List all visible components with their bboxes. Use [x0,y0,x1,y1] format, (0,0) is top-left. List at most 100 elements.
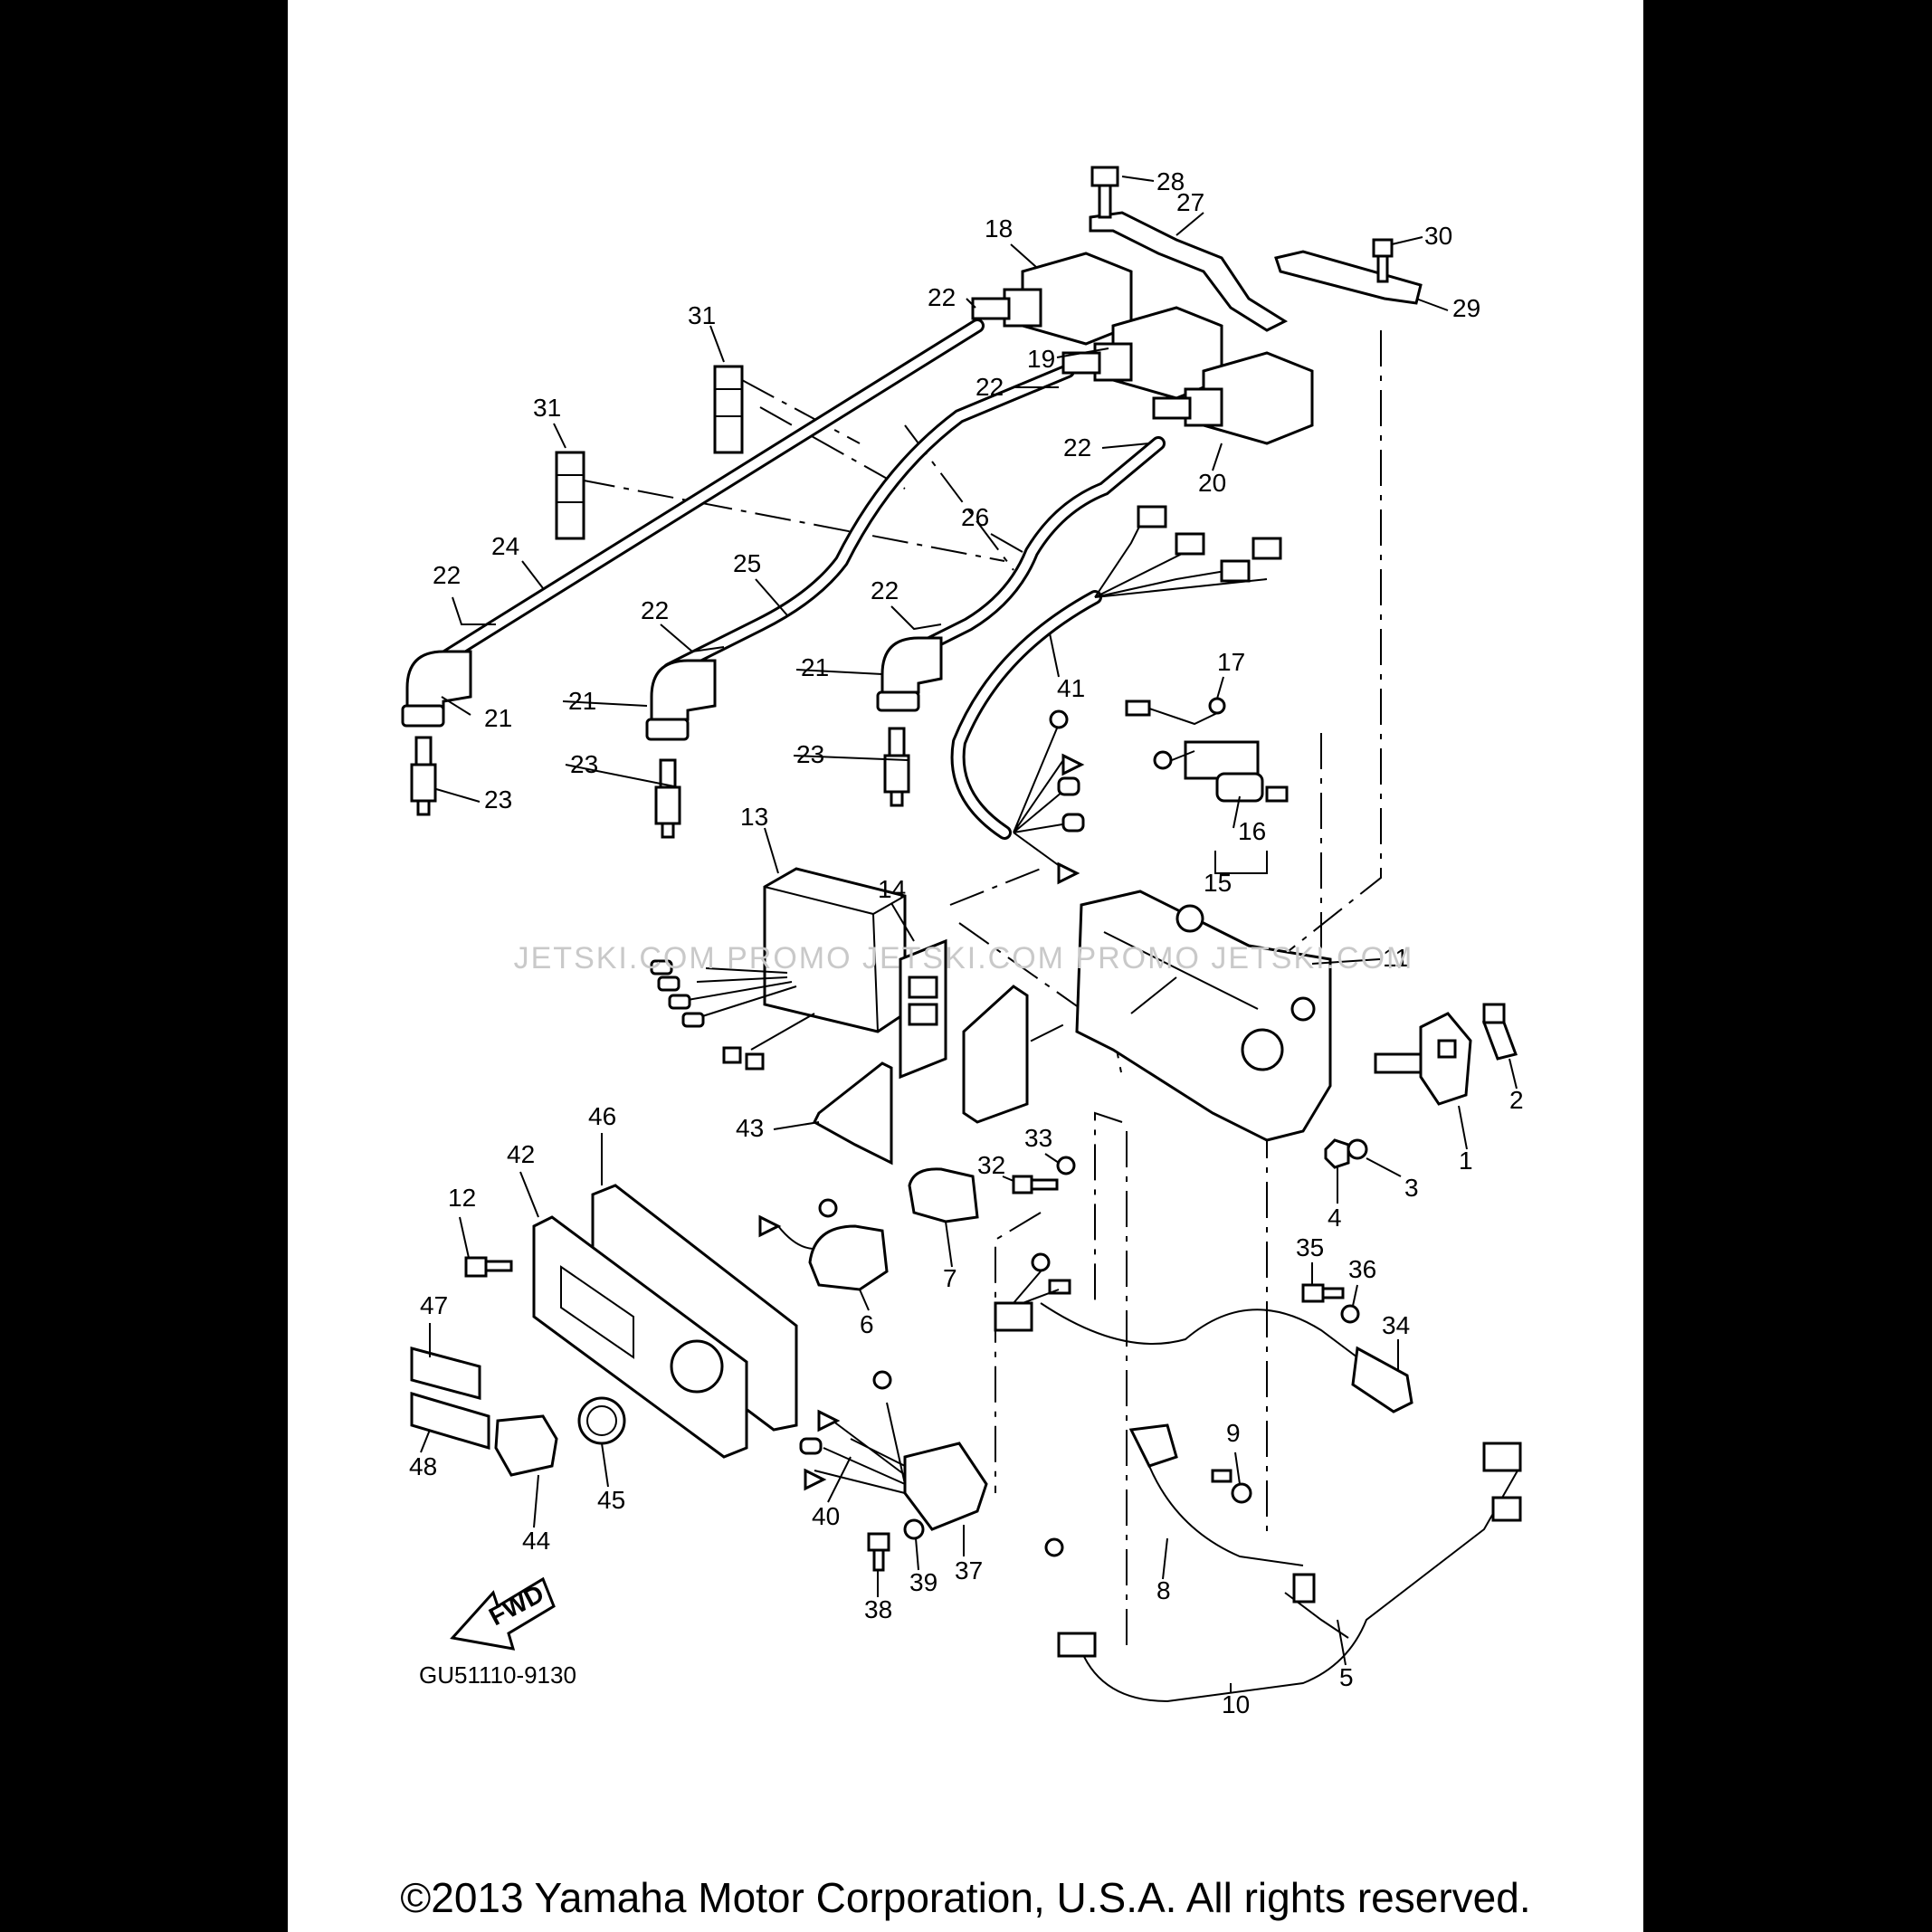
callout-22-a: 22 [928,283,956,311]
lead-8 [1128,1423,1304,1566]
callout-33: 33 [1024,1124,1052,1152]
plug-cable-25 [662,364,1075,677]
washer-3 [1347,1138,1368,1160]
callout-22-d: 22 [433,561,461,589]
electrical-bracket-11 [1075,890,1332,1142]
bolt-28 [1090,166,1119,219]
callout-10: 10 [1222,1690,1250,1718]
callout-34: 34 [1382,1311,1410,1339]
cable-clamp-31-a [713,365,744,454]
callout-31-a: 31 [688,301,716,329]
callout-28: 28 [1156,167,1185,195]
ignition-coil-19 [1061,306,1223,400]
cable-clamp-31-b [555,451,585,540]
callout-19: 19 [1027,345,1055,373]
callout-44: 44 [522,1527,550,1555]
wire-harness-41 [950,505,1282,840]
callout-9: 9 [1226,1419,1241,1447]
callout-32: 32 [977,1151,1005,1179]
callout-43: 43 [736,1114,764,1142]
callout-7: 7 [943,1264,957,1292]
bolt-2 [1481,1003,1518,1061]
regulator-37 [903,1442,988,1531]
spark-plug-23-c [883,727,910,807]
callout-22-f: 22 [871,576,899,604]
callout-12: 12 [448,1184,476,1212]
spark-plug-23-b [654,758,681,839]
rectifier-assy-15 [1125,697,1289,803]
callout-23-c: 23 [796,740,824,768]
callout-21-b: 21 [568,687,596,715]
callout-18: 18 [985,214,1013,243]
callout-29: 29 [1452,294,1480,322]
plug-cap-21-b [645,659,717,741]
nut-4 [1324,1138,1350,1169]
plate-29 [1274,250,1423,305]
ignition-coil-18 [971,252,1133,346]
callout-11: 11 [1383,944,1409,972]
grommet-9 [1211,1469,1252,1504]
callout-37: 37 [955,1556,983,1585]
callout-16: 16 [1238,817,1266,845]
plug-cable-24 [418,319,985,677]
bolt-30 [1372,238,1394,283]
callout-46: 46 [588,1102,616,1130]
lead-wires-40 [799,1370,906,1494]
spark-plug-23-a [410,736,437,816]
bolt-38 [867,1532,890,1572]
plug-cap-21-c [876,636,943,712]
ignition-coil-20 [1152,351,1314,445]
switch-7 [908,1167,979,1223]
callout-6: 6 [860,1310,874,1338]
callout-23-b: 23 [570,750,598,778]
cover-42 [532,1215,748,1459]
callout-22-e: 22 [641,596,669,624]
main-switch-6 [758,1198,889,1291]
callout-30: 30 [1424,222,1452,250]
bolt-12 [464,1256,513,1278]
callout-41: 41 [1057,674,1085,702]
callout-42: 42 [507,1140,535,1168]
callout-35: 35 [1296,1233,1324,1261]
plug-cable-26 [889,436,1166,668]
lead-10 [1044,1442,1522,1703]
harness-terminals [1013,709,1085,885]
callout-21-a: 21 [484,704,512,732]
copyright-notice: ©2013 Yamaha Motor Corporation, U.S.A. A… [400,1874,1531,1921]
washer-39 [903,1518,925,1540]
callout-24: 24 [491,532,519,560]
callout-48: 48 [409,1452,437,1480]
callout-21-c: 21 [801,653,829,681]
callout-45: 45 [597,1486,625,1514]
callout-22-c: 22 [1063,433,1091,462]
callout-47: 47 [420,1291,448,1319]
callout-1: 1 [1459,1147,1473,1175]
callout-39: 39 [909,1568,937,1596]
callout-31-b: 31 [533,394,561,422]
sensor-1 [1374,1012,1472,1106]
callout-13: 13 [740,803,768,831]
callout-17: 17 [1217,648,1245,676]
callout-labels: 1 2 3 4 5 6 7 8 9 10 11 12 13 14 15 16 1… [409,167,1524,1718]
plug-cap-21-a [401,650,472,728]
callout-27: 27 [1176,188,1204,216]
callout-22-b: 22 [976,373,1004,401]
callout-8: 8 [1156,1576,1171,1604]
label-48 [410,1391,490,1451]
callout-3: 3 [1404,1174,1419,1202]
washer-36 [1340,1304,1360,1324]
washer-33 [1056,1156,1076,1175]
holder-43 [813,1061,893,1166]
bolt-35 [1301,1283,1345,1303]
diagram-code: GU51110-9130 [419,1661,576,1689]
callout-23-a: 23 [484,785,512,814]
watermark: JETSKI.COM PROMO JETSKI.COM PROMO JETSKI… [513,941,1414,976]
bolt-32 [1012,1175,1059,1194]
fwd-arrow: FWD [450,1576,556,1651]
callout-40: 40 [812,1502,840,1530]
callout-25: 25 [733,549,761,577]
o-ring-45 [577,1396,626,1445]
callout-20: 20 [1198,469,1226,497]
